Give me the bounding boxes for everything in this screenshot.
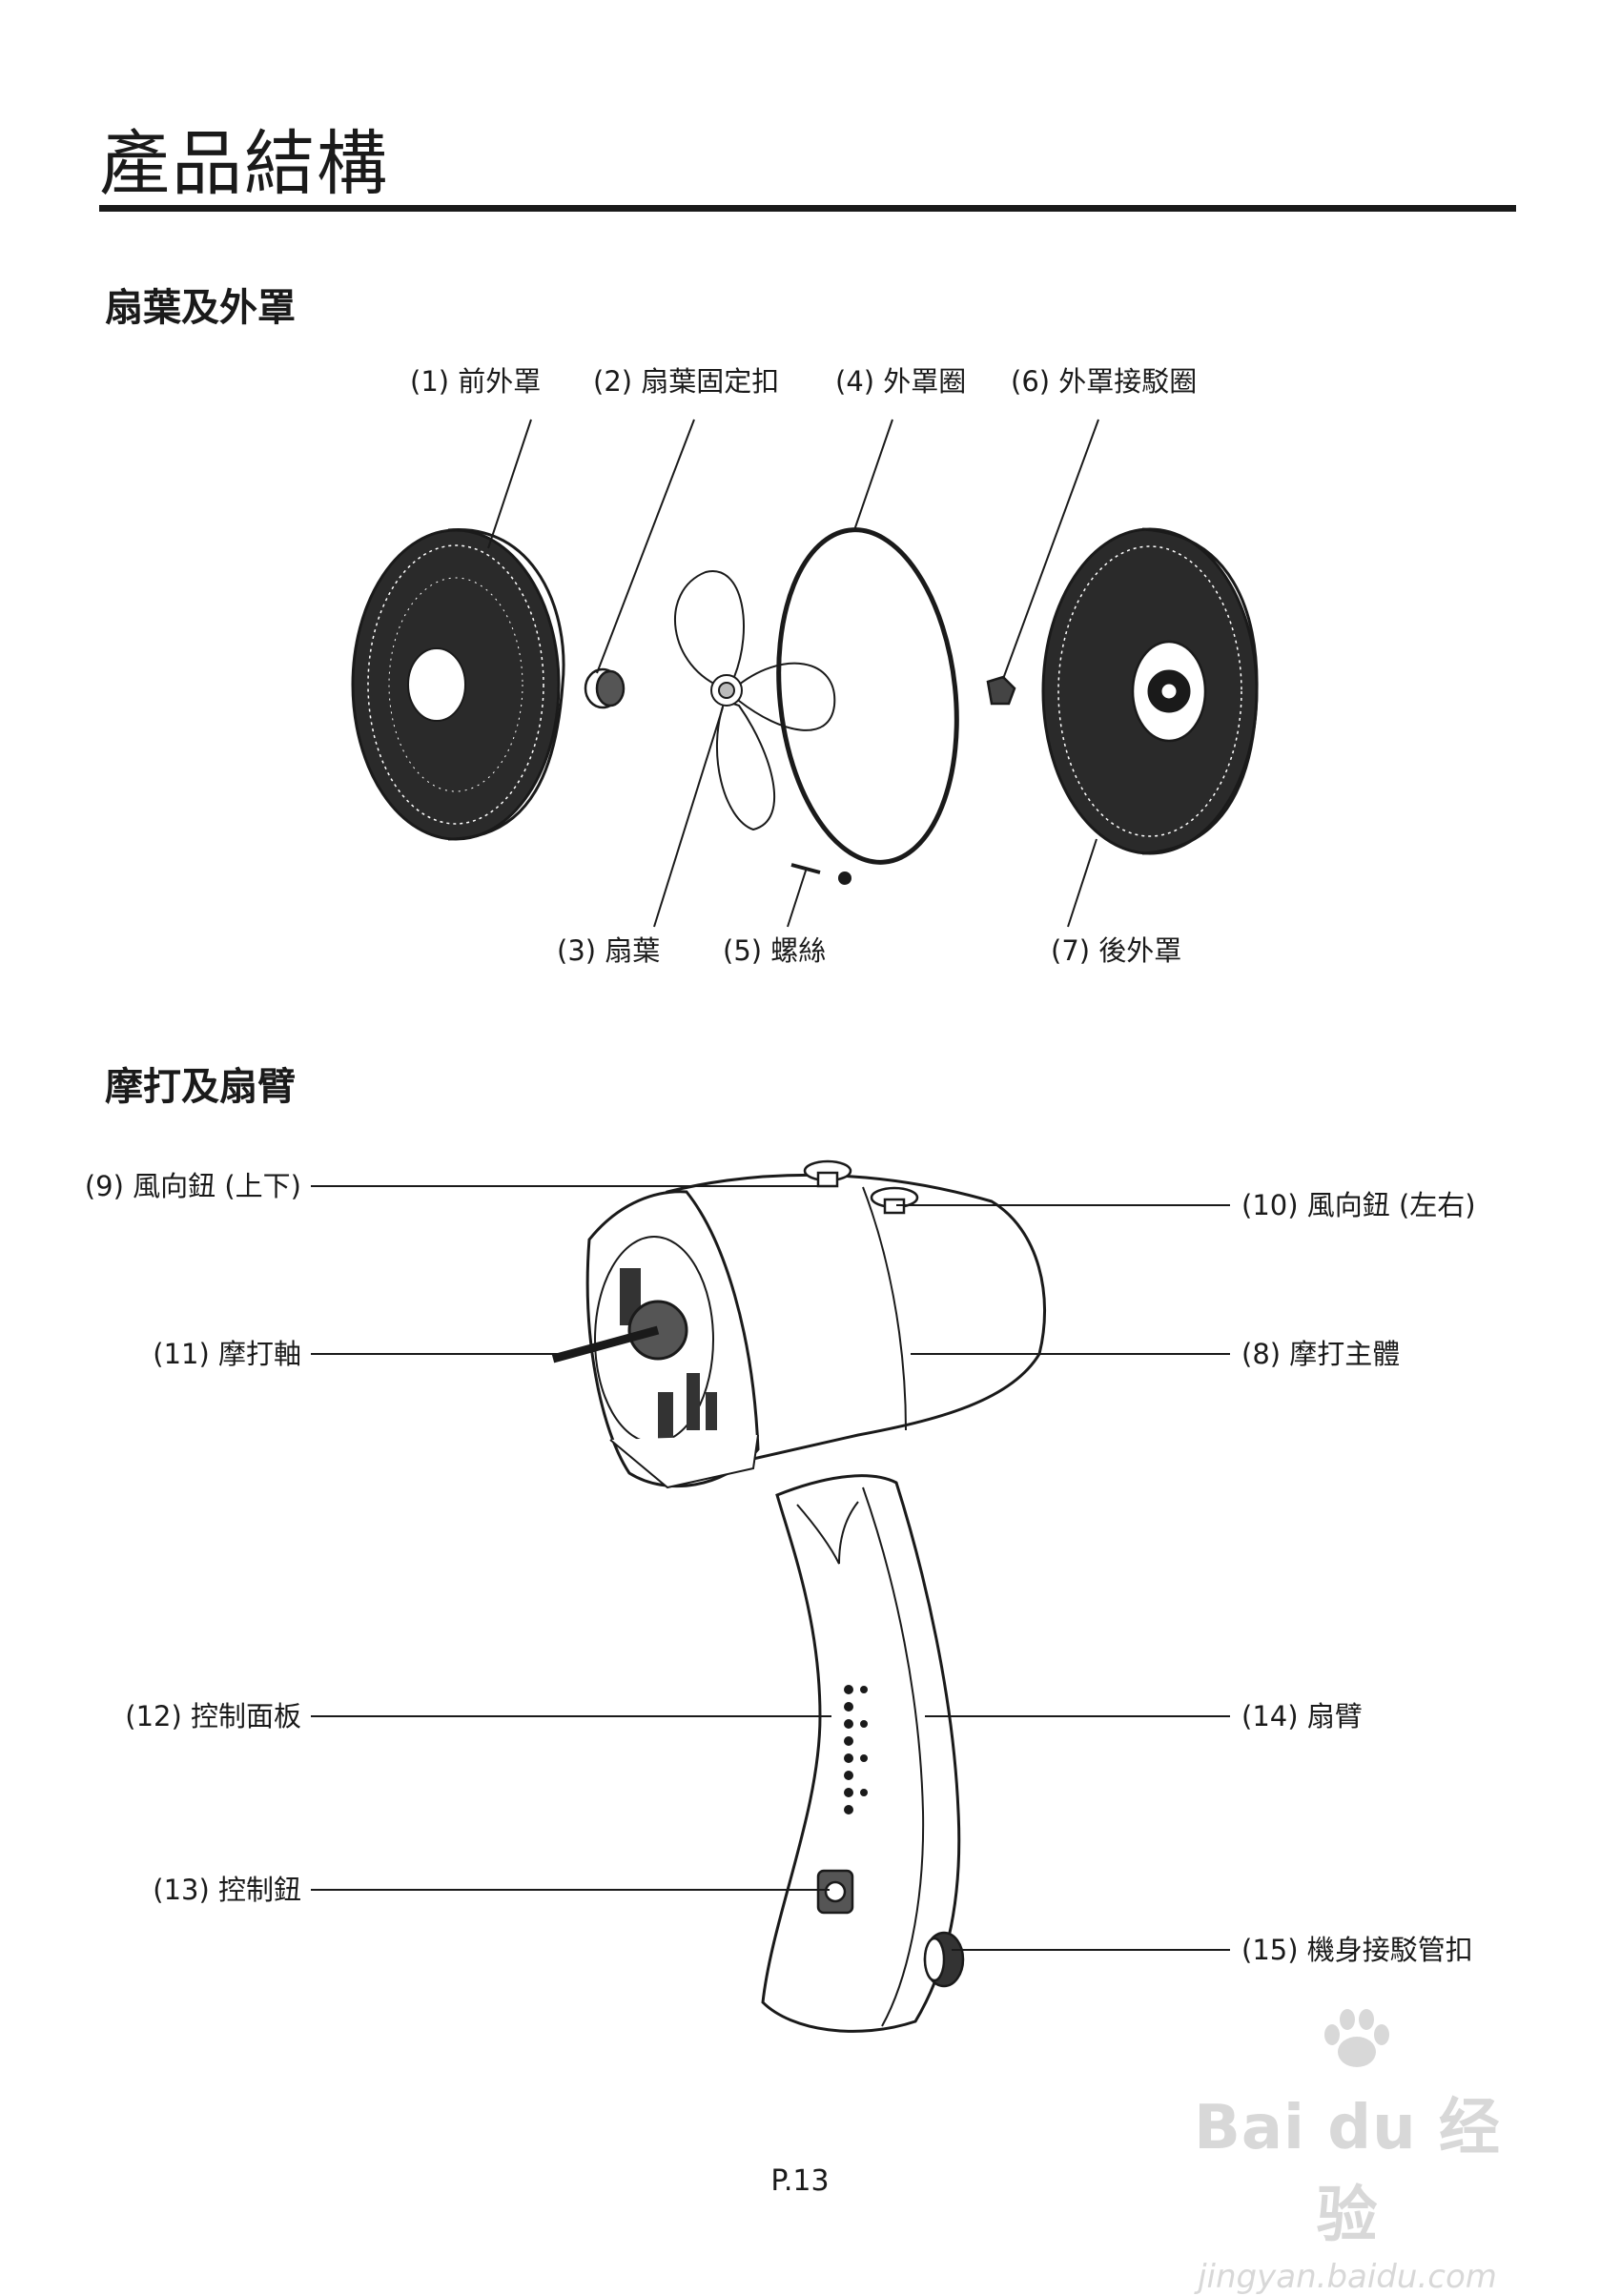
label-swing-knob: (10) 風向鈕 (左右) [1241,1189,1476,1221]
label-front-guard: (1) 前外罩 [410,365,542,398]
guard-ring-illustration [776,527,959,865]
watermark-logo: Bai du 经验 [1194,2093,1501,2251]
body-pipe-clip-illustration [923,1931,965,1988]
watermark-url: jingyan.baidu.com [1198,2258,1497,2296]
section-title-blades-guards: 扇葉及外罩 [105,286,296,330]
label-motor-body: (8) 摩打主體 [1241,1338,1401,1370]
motor-body-illustration [551,1173,1046,1489]
blade-illustration [674,570,836,831]
label-rear-guard: (7) 後外罩 [1051,934,1182,967]
blade-cap-illustration [584,667,626,709]
label-body-pipe-clip: (15) 機身接駁管扣 [1241,1934,1473,1966]
watermark: Bai du 经验 jingyan.baidu.com [1185,2009,1509,2296]
rear-guard-illustration [1041,527,1259,855]
label-blade: (3) 扇葉 [557,934,661,967]
swing-knob-illustration [870,1186,919,1215]
guard-connector-illustration [986,675,1016,706]
front-guard-illustration [351,528,565,841]
section-title-motor-arm: 摩打及扇臂 [105,1065,296,1109]
label-screw: (5) 螺絲 [723,934,827,967]
label-fan-arm: (14) 扇臂 [1241,1700,1363,1732]
control-knob-illustration [816,1869,854,1915]
section1-leader-lines [487,419,1099,928]
control-panel-illustration [844,1685,868,1814]
section2-leader-lines [311,1185,1230,1951]
page-number: P.13 [770,2164,830,2198]
title-divider [99,205,1516,212]
label-guard-ring: (4) 外罩圈 [835,365,967,398]
screw-illustration [790,863,851,885]
label-blade-cap: (2) 扇葉固定扣 [593,365,780,398]
label-control-knob: (13) 控制鈕 [153,1874,301,1906]
label-control-panel: (12) 控制面板 [125,1700,301,1732]
label-motor-shaft: (11) 摩打軸 [153,1338,301,1370]
paw-icon [1324,2009,1389,2067]
page-title: 產品結構 [99,123,389,205]
label-guard-connector: (6) 外罩接駁圈 [1011,365,1198,398]
tilt-knob-illustration [803,1159,852,1188]
label-tilt-knob: (9) 風向鈕 (上下) [84,1170,301,1202]
